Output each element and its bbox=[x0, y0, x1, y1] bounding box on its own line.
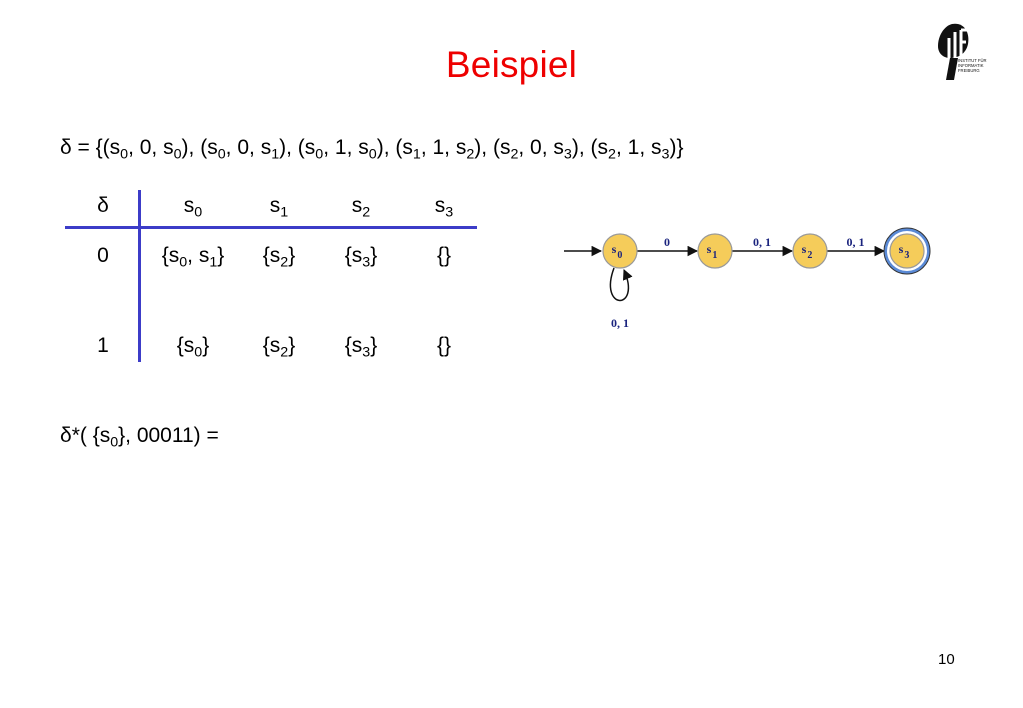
self-loop-edge bbox=[609, 267, 633, 302]
table-column-header: s1 bbox=[269, 194, 289, 221]
table-cell: {s0, s1} bbox=[161, 244, 225, 271]
transition-tuple: (s2, 1, s3) bbox=[590, 136, 677, 163]
tuple-from-state: s0 bbox=[109, 136, 129, 163]
cell-state: s3 bbox=[351, 334, 371, 361]
state-node: s0 bbox=[602, 233, 638, 269]
table-cell: {s3} bbox=[344, 334, 378, 361]
definition-prefix: δ = { bbox=[60, 136, 103, 159]
cell-state: s2 bbox=[269, 244, 289, 271]
logo-line-2: INFORMATIK bbox=[958, 63, 984, 68]
logo-line-1: INSTITUT FÜR bbox=[958, 58, 987, 63]
transition-tuple: (s0, 0, s1) bbox=[200, 136, 287, 163]
table-cell: {s2} bbox=[262, 334, 296, 361]
column-state: s1 bbox=[269, 194, 289, 221]
cell-state: s1 bbox=[198, 244, 218, 271]
logo-line-3: FREIBURG bbox=[958, 68, 980, 73]
tuple-from-state: s1 bbox=[402, 136, 421, 163]
state-label: s0 bbox=[612, 242, 623, 261]
transition-tuple: (s1, 1, s2) bbox=[395, 136, 482, 163]
automaton-diagram: 0 0, 1 0, 1 0, 1 s0 s1 s2 s3 bbox=[564, 227, 931, 330]
transition-tuple: (s0, 1, s0) bbox=[297, 136, 384, 163]
column-state: s2 bbox=[351, 194, 371, 221]
table-column-header: s0 bbox=[183, 194, 203, 221]
cell-state: s0 bbox=[168, 244, 188, 271]
extended-transition-expression: δ*( {s0}, 00011) = bbox=[60, 424, 219, 451]
self-loop-label: 0, 1 bbox=[611, 316, 629, 330]
table-corner: δ bbox=[97, 194, 109, 217]
state-label: s2 bbox=[802, 242, 813, 261]
column-state: s3 bbox=[434, 194, 454, 221]
table-cell: {s2} bbox=[262, 244, 296, 271]
table-horizontal-divider bbox=[65, 226, 477, 229]
delta-star-state: s0 bbox=[99, 424, 119, 451]
table-cell: {s3} bbox=[344, 244, 378, 271]
state-label: s1 bbox=[707, 242, 718, 261]
page-number: 10 bbox=[938, 651, 955, 668]
table-vertical-divider bbox=[138, 190, 141, 362]
iif-logo: INSTITUT FÜR INFORMATIK FREIBURG bbox=[938, 23, 987, 80]
cell-state: s0 bbox=[183, 334, 203, 361]
tuple-to-state: s1 bbox=[260, 136, 280, 163]
column-state: s0 bbox=[183, 194, 203, 221]
table-column-header: s2 bbox=[351, 194, 371, 221]
state-node: s1 bbox=[697, 233, 733, 269]
cell-state: s3 bbox=[351, 244, 371, 271]
table-row-symbol: 1 bbox=[97, 334, 109, 357]
transition-table: δ s0 s1 s2 s3 0 {s0, s1} {s2} {s3} {} 1 {s0} {s2} {s3… bbox=[65, 182, 477, 362]
tuple-to-state: s0 bbox=[358, 136, 377, 163]
delta-star-prefix: δ*( { bbox=[60, 424, 100, 447]
edge-label: 0 bbox=[664, 235, 670, 249]
tuple-from-state: s0 bbox=[207, 136, 226, 163]
tuple-to-state: s3 bbox=[553, 136, 572, 163]
table-cell: {s0} bbox=[176, 334, 210, 361]
tuple-to-state: s3 bbox=[651, 136, 670, 163]
state-node: s2 bbox=[792, 233, 828, 269]
state-label: s3 bbox=[899, 242, 910, 261]
slide-title: Beispiel bbox=[445, 44, 578, 85]
definition-suffix: } bbox=[676, 136, 684, 159]
edge-label: 0, 1 bbox=[847, 235, 865, 249]
transition-tuple: (s0, 0, s0) bbox=[102, 136, 189, 163]
delta-star-suffix: }, 00011) = bbox=[118, 424, 219, 447]
transition-tuple: (s2, 0, s3) bbox=[492, 136, 579, 163]
state-node: s3 bbox=[883, 227, 931, 275]
tuple-from-state: s2 bbox=[597, 136, 616, 163]
table-column-header: s3 bbox=[434, 194, 454, 221]
tuple-from-state: s0 bbox=[304, 136, 324, 163]
table-cell: {} bbox=[436, 334, 452, 357]
tuple-to-state: s2 bbox=[455, 136, 475, 163]
tuple-to-state: s0 bbox=[163, 136, 182, 163]
cell-state: s2 bbox=[269, 334, 289, 361]
transition-function-definition: δ = {(s0, 0, s0), (s0, 0, s1), (s0, 1, s… bbox=[60, 136, 684, 163]
table-cell: {} bbox=[436, 244, 452, 267]
edge-label: 0, 1 bbox=[753, 235, 771, 249]
table-row-symbol: 0 bbox=[97, 244, 109, 267]
tuple-from-state: s2 bbox=[499, 136, 519, 163]
